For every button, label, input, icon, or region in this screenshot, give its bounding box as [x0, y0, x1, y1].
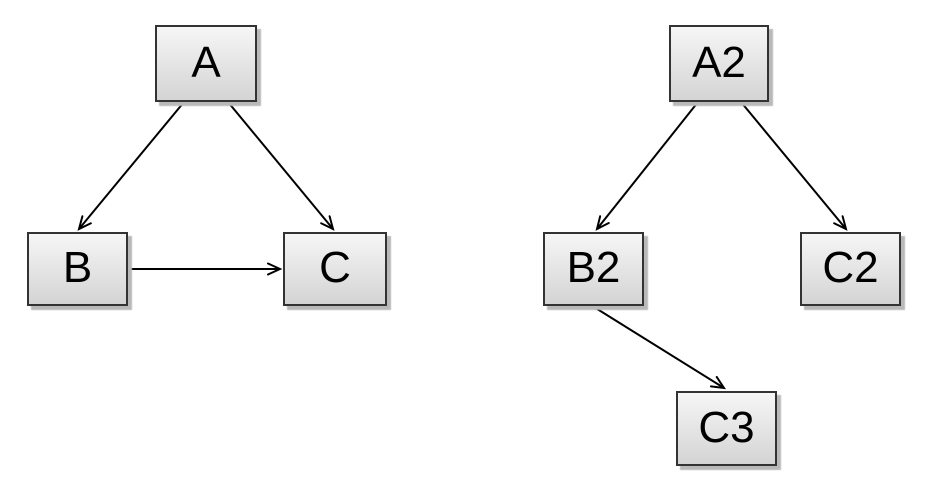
node-label: C [319, 243, 351, 292]
node-A2[interactable]: A2 [669, 25, 769, 102]
node-label: B2 [566, 243, 621, 292]
edge-A-C[interactable] [227, 101, 335, 231]
node-label: C2 [822, 243, 879, 292]
node-label: A2 [692, 37, 746, 87]
node-C[interactable]: C [283, 232, 387, 306]
node-A[interactable]: A [155, 25, 257, 102]
edge-A2-B2[interactable] [595, 101, 699, 231]
node-label: B [62, 243, 93, 292]
edge-A2-C2[interactable] [740, 101, 848, 231]
edge-A-B[interactable] [77, 101, 185, 231]
node-label: A [191, 37, 221, 87]
node-C3[interactable]: C3 [676, 391, 777, 466]
node-B[interactable]: B [27, 232, 128, 306]
node-B2[interactable]: B2 [543, 232, 644, 306]
node-label: C3 [698, 402, 755, 452]
edge-B2-C3[interactable] [593, 306, 727, 390]
node-C2[interactable]: C2 [800, 232, 901, 306]
